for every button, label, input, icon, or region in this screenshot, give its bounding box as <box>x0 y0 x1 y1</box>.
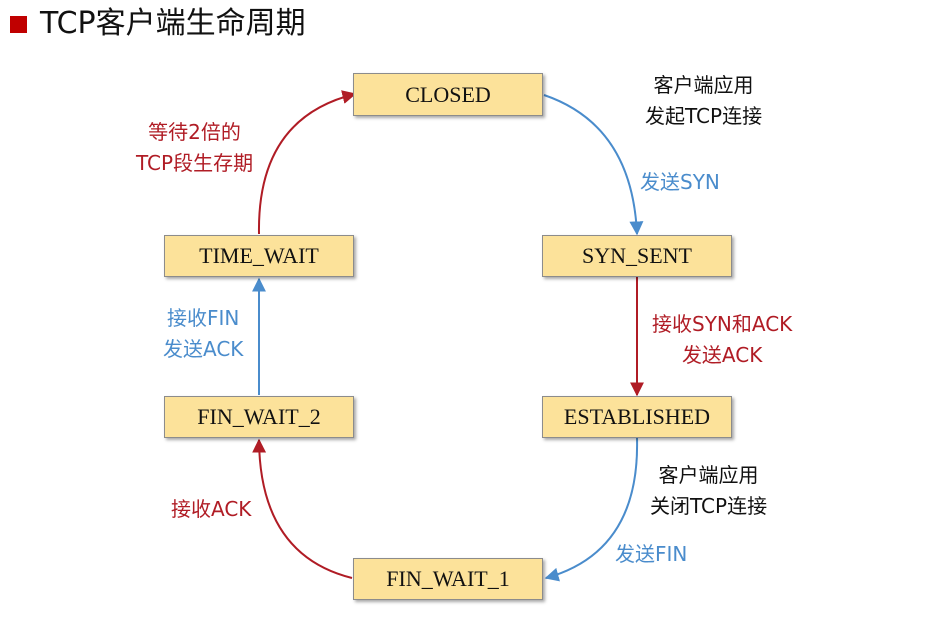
note-send-syn: 发送SYN <box>640 170 720 194</box>
title-bullet-icon <box>10 16 27 33</box>
note-open-app-line-2: 发起TCP连接 <box>645 104 763 128</box>
note-open-app: 客户端应用 发起TCP连接 <box>645 70 762 132</box>
state-closed: CLOSED <box>353 73 543 116</box>
note-recv-fin: 接收FIN 发送ACK <box>163 303 243 365</box>
note-wait-2msl-line-1: 等待2倍的 <box>148 120 241 144</box>
state-syn-sent: SYN_SENT <box>542 235 732 277</box>
note-recv-synack-line-1: 接收SYN和ACK <box>652 312 793 336</box>
note-recv-synack-line-2: 发送ACK <box>681 343 763 367</box>
arrow-closed-to-syn-sent <box>543 94 644 236</box>
state-fin-wait-1: FIN_WAIT_1 <box>353 558 543 600</box>
arrow-fin-wait-1-to-fin-wait-2 <box>252 438 353 579</box>
note-recv-ack: 接收ACK <box>171 497 252 521</box>
note-wait-2msl-line-2: TCP段生存期 <box>136 151 254 175</box>
note-recv-fin-line-1: 接收FIN <box>167 306 240 330</box>
note-recv-fin-line-2: 发送ACK <box>163 337 244 361</box>
note-send-fin: 发送FIN <box>615 542 688 566</box>
note-close-app-line-2: 关闭TCP连接 <box>650 494 768 518</box>
state-fin-wait-2: FIN_WAIT_2 <box>164 396 354 438</box>
note-close-app-line-1: 客户端应用 <box>658 463 759 487</box>
arrow-established-to-fin-wait-1 <box>544 437 639 582</box>
note-close-app: 客户端应用 关闭TCP连接 <box>650 460 767 522</box>
note-open-app-line-1: 客户端应用 <box>653 73 754 97</box>
state-time-wait: TIME_WAIT <box>164 235 354 277</box>
arrow-time-wait-to-closed <box>257 90 357 235</box>
note-wait-2msl: 等待2倍的 TCP段生存期 <box>136 117 253 179</box>
note-recv-synack: 接收SYN和ACK 发送ACK <box>652 309 792 371</box>
page-title: TCP客户端生命周期 <box>40 6 306 41</box>
state-established: ESTABLISHED <box>542 396 732 438</box>
